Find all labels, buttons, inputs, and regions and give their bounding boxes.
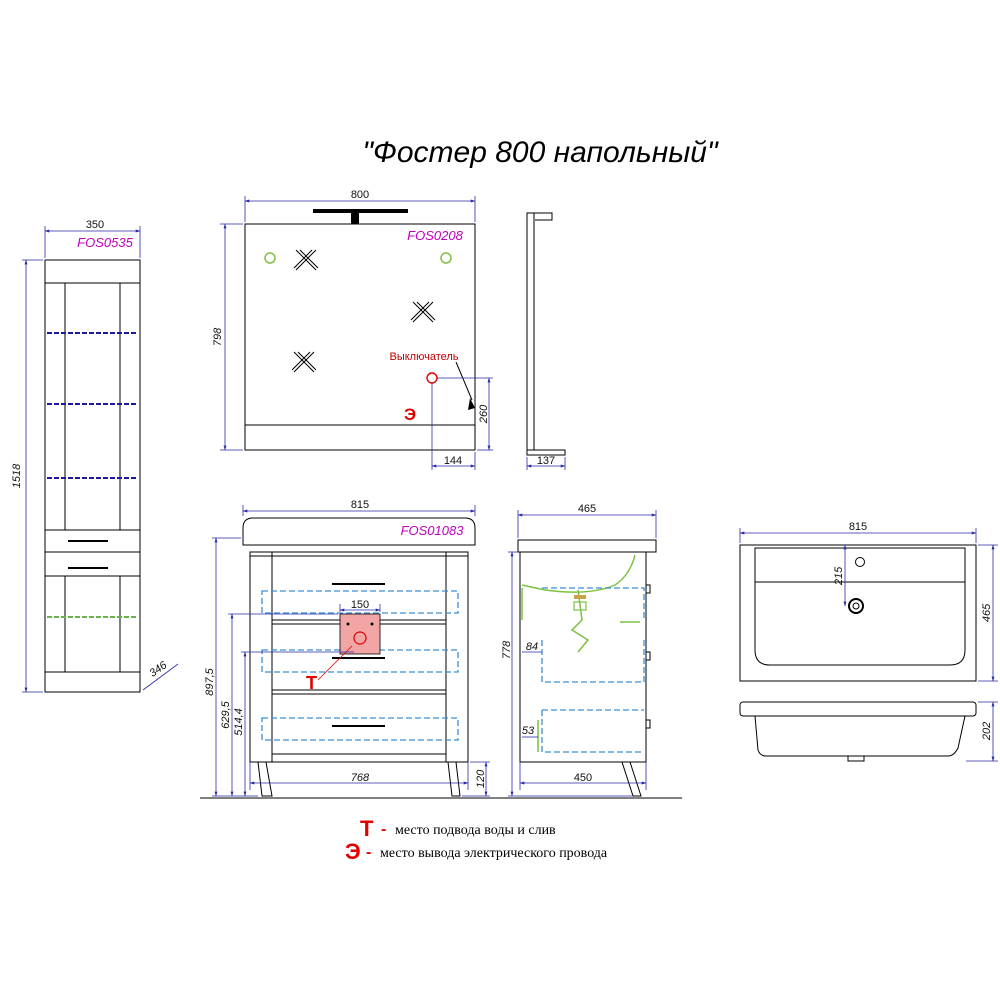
legend-dash: - bbox=[366, 844, 371, 861]
mirror-height: 798 bbox=[212, 327, 224, 346]
pencil-case-view: 350 FOS0535 1518 346 bbox=[11, 219, 179, 693]
switch-label: Выключатель bbox=[389, 351, 458, 363]
drawing-title: "Фостер 800 напольный" bbox=[362, 136, 719, 169]
cabinet-leg bbox=[447, 761, 461, 797]
plumbing-marker: Т bbox=[306, 673, 317, 693]
basin-profile bbox=[521, 554, 636, 593]
pencil-case-code: FOS0535 bbox=[77, 235, 133, 250]
basin-outline bbox=[739, 544, 977, 682]
side-body bbox=[519, 551, 647, 763]
cabinet-top-width: 815 bbox=[351, 499, 369, 511]
plumbing-zone-width: 150 bbox=[351, 599, 369, 611]
mirror-code: FOS0208 bbox=[407, 228, 463, 243]
electrical-outlet-point bbox=[426, 372, 438, 384]
cabinet-height-2: 629,5 bbox=[220, 700, 232, 728]
tap-hole bbox=[855, 557, 865, 567]
outlet-offset: 144 bbox=[444, 455, 462, 467]
side-countertop bbox=[517, 539, 657, 553]
cabinet-body-width: 768 bbox=[351, 772, 370, 784]
basin-width: 815 bbox=[849, 521, 867, 533]
tap-offset: 215 bbox=[833, 566, 845, 586]
cabinet-height-3: 514,4 bbox=[233, 708, 245, 736]
side-depth-1: 84 bbox=[526, 641, 538, 653]
cabinet-drawer bbox=[271, 693, 447, 755]
cabinet-front-view: 150 Т 815 FOS01083 768 897,5 629,5 514,4… bbox=[204, 499, 490, 797]
mirror-side-depth: 137 bbox=[537, 455, 555, 467]
cabinet-leg bbox=[257, 761, 273, 797]
cabinet-side-view: 465 450 778 84 53 bbox=[501, 503, 657, 797]
mirror-view: 800 FOS0208 798 Выключатель Э 260 144 bbox=[212, 189, 493, 470]
electrical-marker: Э bbox=[404, 405, 416, 424]
mirror-width: 800 bbox=[351, 189, 369, 201]
legend-dash: - bbox=[381, 821, 386, 838]
pencil-case-width: 350 bbox=[86, 219, 104, 231]
cabinet-code: FOS01083 bbox=[401, 523, 465, 538]
side-body-depth: 450 bbox=[574, 772, 592, 784]
leg-height: 120 bbox=[475, 769, 487, 788]
basin-height: 202 bbox=[981, 722, 993, 741]
basin-top-view: 815 465 215 bbox=[739, 521, 998, 682]
side-top-depth: 465 bbox=[578, 503, 596, 515]
legend: Т - место подвода воды и слив Э - место … bbox=[345, 816, 608, 864]
pencil-case-height: 1518 bbox=[11, 463, 23, 488]
cabinet-height-1: 897,5 bbox=[204, 667, 216, 695]
side-height: 778 bbox=[501, 640, 513, 659]
legend-text-water: место подвода воды и слив bbox=[395, 823, 556, 838]
legend-symbol-electric: Э bbox=[345, 839, 361, 864]
cabinet-countertop bbox=[242, 517, 476, 546]
legend-text-electric: место вывода электрического провода bbox=[380, 846, 608, 861]
basin-side-view: 202 bbox=[739, 701, 998, 762]
drain-hole bbox=[848, 598, 864, 614]
side-depth-2: 53 bbox=[522, 725, 535, 737]
mirror-fixing bbox=[264, 252, 276, 264]
pencil-case-outline bbox=[44, 259, 141, 693]
siphon bbox=[570, 589, 590, 653]
outlet-height: 260 bbox=[478, 404, 490, 424]
mirror-fixing bbox=[440, 252, 452, 264]
legend-symbol-water: Т bbox=[360, 816, 374, 841]
pencil-case-depth: 346 bbox=[147, 659, 170, 680]
mirror-side-view: 137 bbox=[526, 212, 566, 470]
mirror-lamp bbox=[313, 209, 408, 213]
basin-depth: 465 bbox=[981, 603, 993, 622]
plumbing-zone bbox=[339, 613, 381, 655]
mirror-outline bbox=[244, 223, 476, 451]
